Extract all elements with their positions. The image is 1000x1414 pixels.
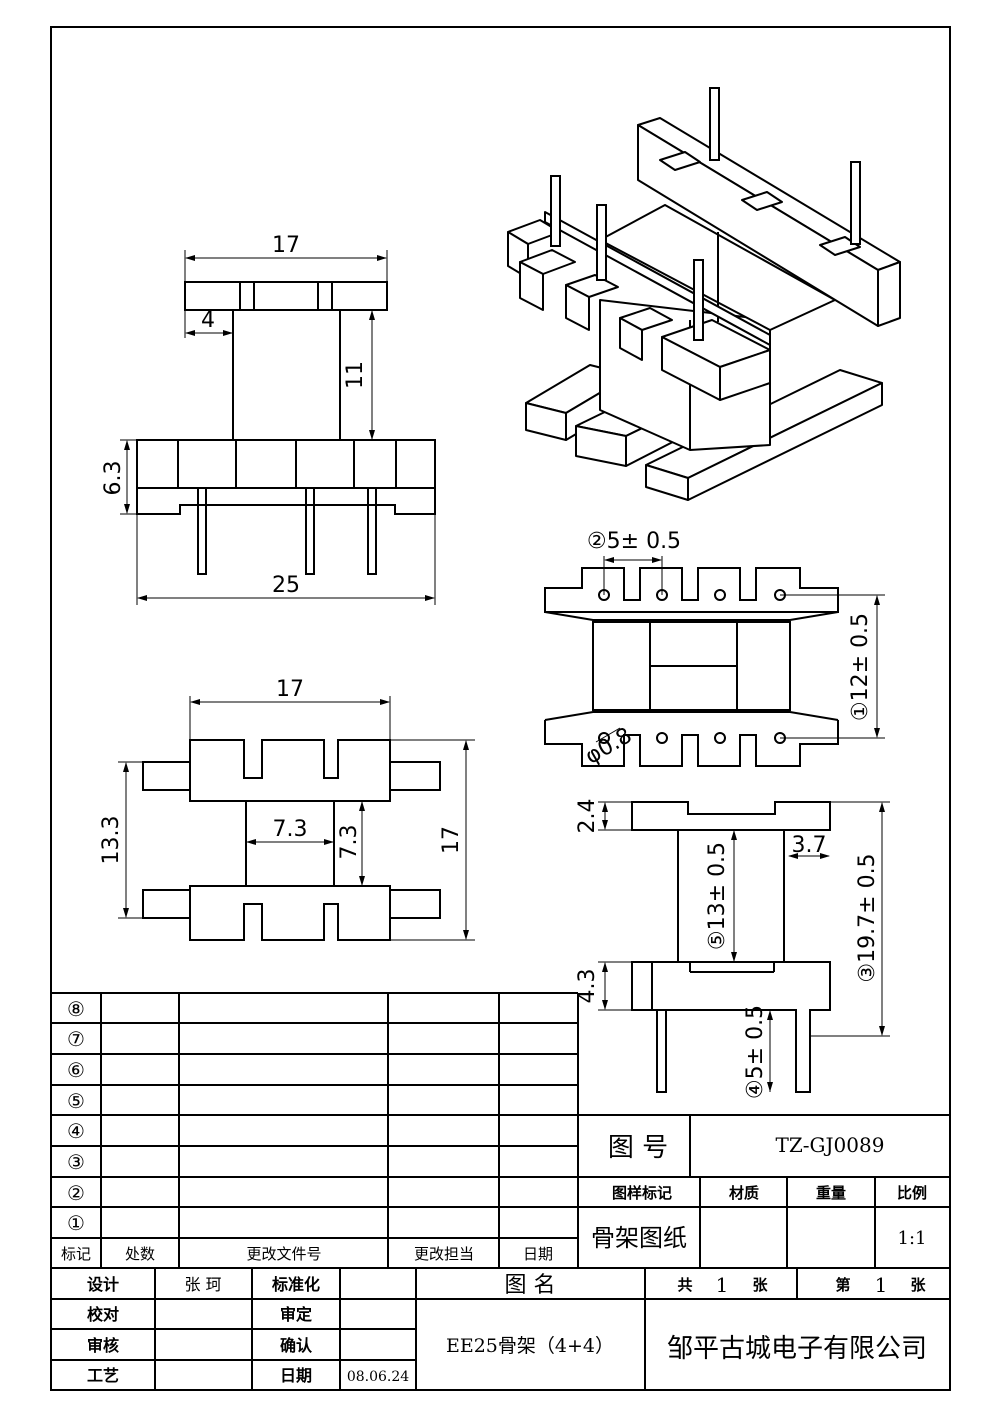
revision-header-count: 处数 bbox=[125, 1245, 155, 1263]
dim-side-top-height: 2.4 bbox=[575, 799, 600, 834]
revision-row-marker: ⑥ bbox=[67, 1058, 85, 1082]
revision-headers: 标记 处数 更改文件号 更改担当 日期 bbox=[61, 1245, 553, 1263]
front-view bbox=[136, 281, 436, 575]
check-label: 校对 bbox=[87, 1305, 119, 1324]
dim-bottom-inner-height: 7.3 bbox=[337, 825, 362, 860]
confirm-label: 确认 bbox=[280, 1336, 313, 1355]
dim-side-base-height: 4.3 bbox=[575, 969, 600, 1004]
side-view bbox=[631, 801, 831, 1093]
revision-header-doc: 更改文件号 bbox=[246, 1245, 321, 1263]
dim-bottom-width: 17 bbox=[276, 677, 304, 702]
weight-label: 重量 bbox=[816, 1184, 846, 1202]
sheet-unit: 张 bbox=[910, 1276, 926, 1294]
scale-value: 1:1 bbox=[898, 1228, 927, 1249]
date-label: 日期 bbox=[280, 1366, 312, 1385]
standard-label: 标准化 bbox=[271, 1275, 320, 1294]
dim-bottom-height-right: 17 bbox=[439, 826, 464, 854]
dim-front-base-height: 6.3 bbox=[101, 461, 126, 496]
dim-front-height-mid: 11 bbox=[343, 361, 368, 389]
revision-row-marker: ④ bbox=[67, 1119, 85, 1143]
total-label: 共 bbox=[677, 1276, 692, 1294]
bottom-view bbox=[142, 739, 441, 941]
dim-side-total-height: ③19.7± 0.5 bbox=[855, 853, 880, 982]
revision-row-marker: ⑧ bbox=[67, 997, 85, 1021]
revision-row-marker: ⑤ bbox=[67, 1089, 85, 1113]
revision-row-marker: ② bbox=[67, 1181, 85, 1205]
dim-pin-diameter: φ0.8 bbox=[581, 723, 636, 769]
design-label: 设计 bbox=[87, 1275, 119, 1294]
revision-row-markers: ⑧ ⑦ ⑥ ⑤ ④ ③ ② ① bbox=[67, 997, 85, 1235]
dim-pin-pitch: ②5± 0.5 bbox=[587, 529, 681, 554]
dim-side-pin-length: ④5± 0.5 bbox=[743, 1005, 768, 1099]
date-value: 08.06.24 bbox=[347, 1369, 409, 1385]
total-unit: 张 bbox=[752, 1276, 768, 1294]
pin-view-dims bbox=[595, 556, 885, 743]
company-name: 邹平古城电子有限公司 bbox=[667, 1334, 927, 1364]
revision-header-mark: 标记 bbox=[61, 1245, 91, 1263]
revision-row-marker: ③ bbox=[67, 1150, 85, 1174]
front-view-dims bbox=[120, 250, 436, 605]
revision-table bbox=[51, 992, 950, 1269]
dim-bottom-inner-width: 7.3 bbox=[273, 817, 308, 842]
dim-bottom-height-left: 13.3 bbox=[99, 816, 124, 865]
drawing-no: TZ-GJ0089 bbox=[776, 1133, 885, 1157]
process-label: 工艺 bbox=[87, 1366, 119, 1385]
revision-header-owner: 更改担当 bbox=[414, 1245, 474, 1263]
doc-type: 骨架图纸 bbox=[591, 1224, 687, 1252]
total-value: 1 bbox=[716, 1273, 729, 1297]
side-view-dims bbox=[598, 801, 890, 1092]
designer: 张 珂 bbox=[184, 1275, 221, 1294]
mark-label: 图样标记 bbox=[612, 1184, 672, 1202]
dim-front-width-top: 17 bbox=[272, 233, 300, 258]
revision-row-marker: ⑦ bbox=[67, 1027, 85, 1051]
isometric-pins bbox=[550, 87, 861, 341]
review-label: 审定 bbox=[280, 1305, 312, 1324]
sheet-value: 1 bbox=[875, 1273, 888, 1297]
revision-header-date: 日期 bbox=[523, 1245, 553, 1263]
bottom-view-dims bbox=[118, 696, 475, 941]
dim-side-core-height: ⑤13± 0.5 bbox=[705, 842, 730, 950]
dim-front-width-base: 25 bbox=[272, 573, 300, 598]
drawing-no-label: 图 号 bbox=[608, 1133, 668, 1163]
pin-view bbox=[544, 567, 839, 767]
dim-pin-row-gap: ①12± 0.5 bbox=[848, 613, 873, 721]
title-block bbox=[51, 1114, 950, 1390]
sheet-border bbox=[50, 26, 951, 1391]
isometric-view bbox=[507, 117, 901, 501]
sheet-label: 第 bbox=[835, 1276, 850, 1294]
part-name: EE25骨架（4+4） bbox=[446, 1335, 614, 1357]
scale-label: 比例 bbox=[897, 1184, 927, 1202]
dim-front-offset: 4 bbox=[201, 308, 215, 333]
dim-side-top-width: 3.7 bbox=[792, 833, 827, 858]
name-label: 图 名 bbox=[505, 1273, 556, 1298]
audit-label: 审核 bbox=[87, 1336, 119, 1355]
material-label: 材质 bbox=[729, 1184, 759, 1202]
revision-row-marker: ① bbox=[67, 1211, 85, 1235]
